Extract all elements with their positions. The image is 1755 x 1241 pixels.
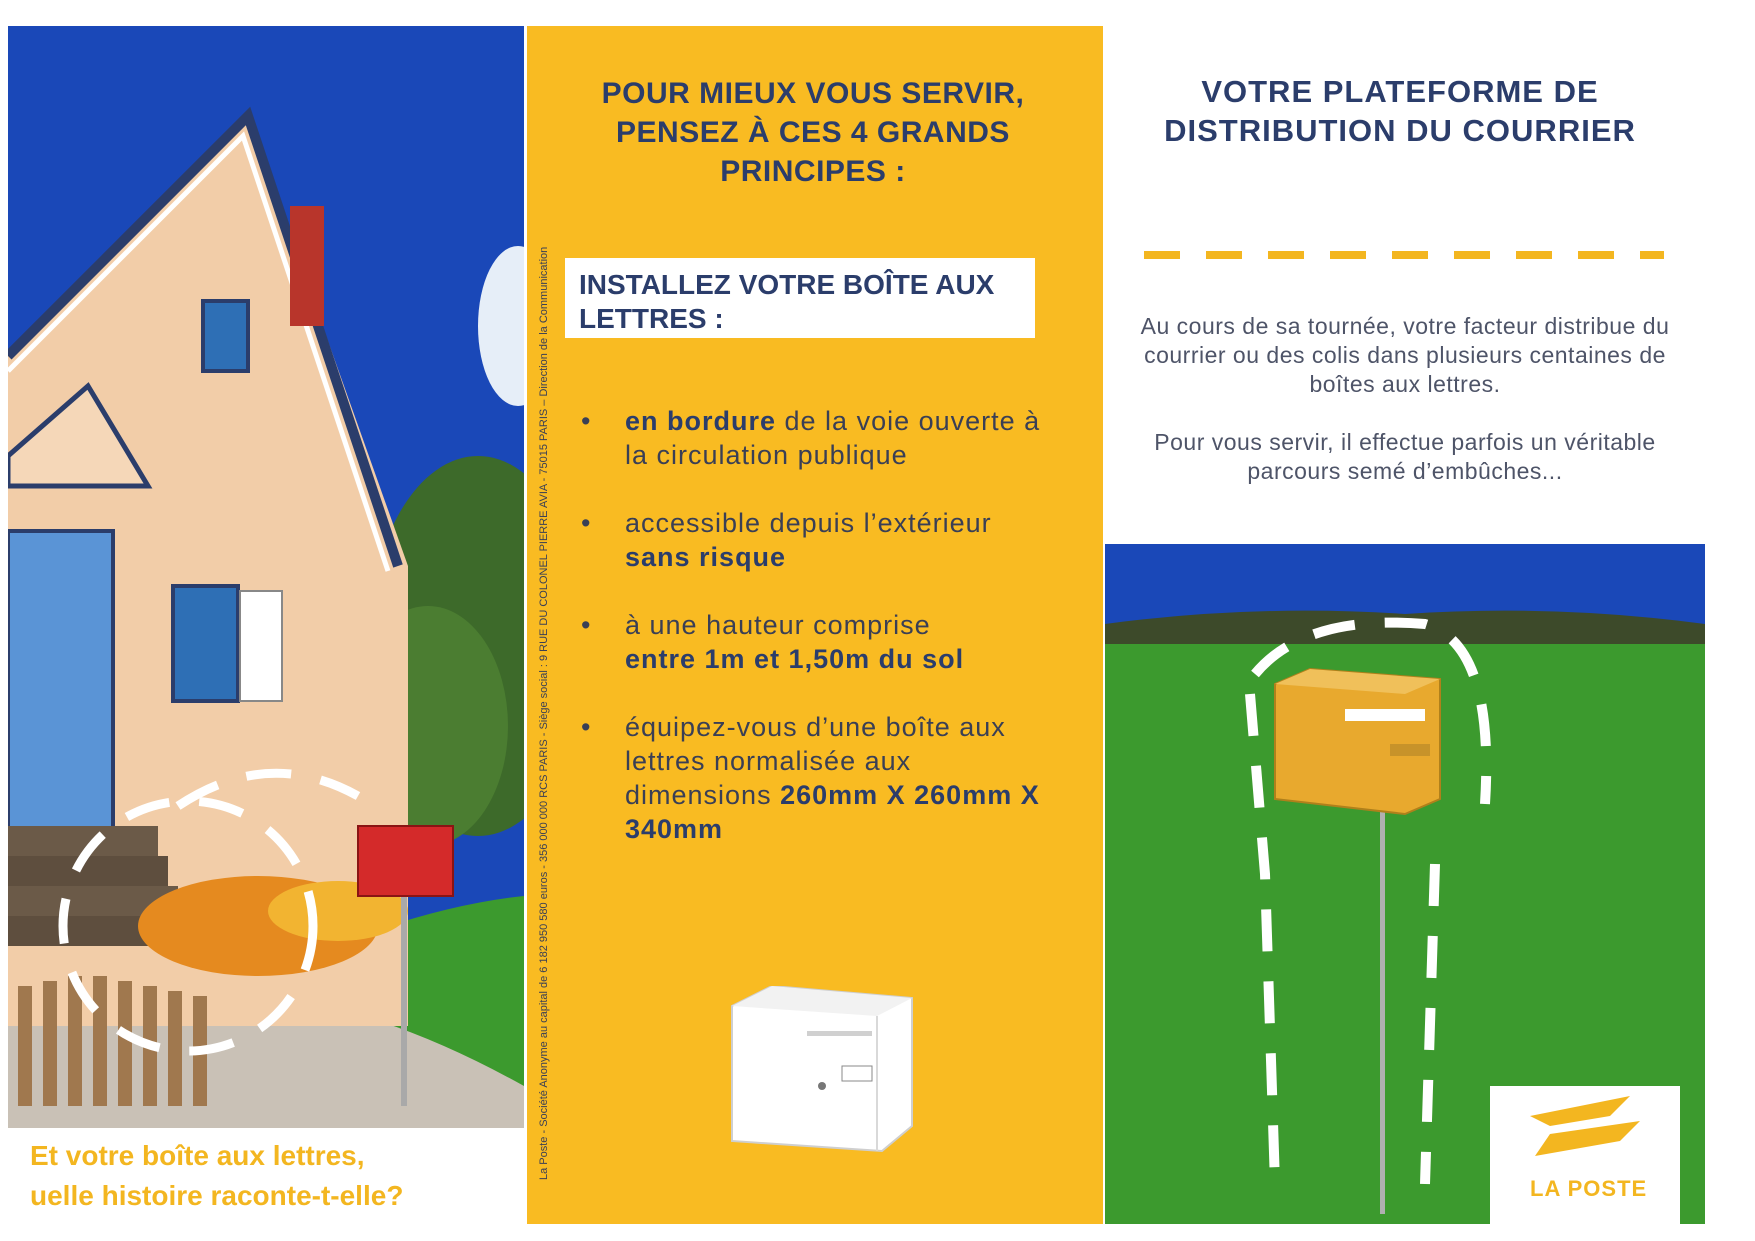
install-heading-box: INSTALLEZ VOTRE BOÎTE AUX LETTRES :: [565, 258, 1035, 338]
bullet-dot: •: [581, 610, 592, 640]
laposte-bird-icon: [1530, 1096, 1640, 1156]
laposte-logo: LA POSTE: [1490, 1086, 1680, 1224]
white-mailbox-image: [731, 986, 913, 1153]
bullet-bold: entre 1m et 1,50m du sol: [625, 644, 965, 674]
caption-line-1: Et votre boîte aux lettres,: [30, 1140, 365, 1171]
principles-list: • en bordure de la voie ouverte à la cir…: [577, 404, 1057, 880]
bullet-bold: en bordure: [625, 406, 777, 436]
principles-panel: POUR MIEUX VOUS SERVIR, PENSEZ À CES 4 G…: [527, 26, 1103, 1224]
list-item: • à une hauteur comprise entre 1m et 1,5…: [577, 608, 1057, 676]
bullet-bold: sans risque: [625, 542, 787, 572]
paragraph: Au cours de sa tournée, votre facteur di…: [1140, 313, 1670, 397]
list-item: • équipez-vous d’une boîte aux lettres n…: [577, 710, 1057, 846]
platform-description: Au cours de sa tournée, votre facteur di…: [1140, 312, 1670, 515]
dashed-divider: [1144, 251, 1664, 259]
bullet-bold: 260mm X 260mm X 340mm: [625, 780, 1040, 844]
logo-text: LA POSTE: [1530, 1176, 1648, 1201]
mailbox-illustration: LA POSTE: [1105, 544, 1705, 1224]
bullet-dot: •: [581, 712, 592, 742]
principles-title: POUR MIEUX VOUS SERVIR, PENSEZ À CES 4 G…: [601, 77, 1025, 188]
bullet-text: équipez-vous d’une boîte aux lettres nor…: [625, 712, 1006, 810]
bullet-dot: •: [581, 406, 592, 436]
house-illustration: [8, 26, 524, 1128]
paragraph: Pour vous servir, il effectue parfois un…: [1154, 429, 1656, 484]
list-item: • en bordure de la voie ouverte à la cir…: [577, 404, 1057, 472]
caption-line-2: uelle histoire raconte-t-elle?: [30, 1180, 404, 1211]
bullet-text: accessible depuis l’extérieur: [625, 508, 992, 538]
bullet-text: à une hauteur comprise: [625, 610, 931, 640]
legal-mention: La Poste - Société Anonyme au capital de…: [538, 246, 550, 1180]
bullet-text: de la voie ouverte à la circulation publ…: [625, 406, 1041, 470]
platform-title: VOTRE PLATEFORME DE DISTRIBUTION DU COUR…: [1164, 74, 1636, 148]
bullet-dot: •: [581, 508, 592, 538]
house-scene: [8, 26, 524, 1128]
left-caption: Et votre boîte aux lettres, uelle histoi…: [8, 1136, 524, 1226]
list-item: • accessible depuis l’extérieur sans ris…: [577, 506, 1057, 574]
